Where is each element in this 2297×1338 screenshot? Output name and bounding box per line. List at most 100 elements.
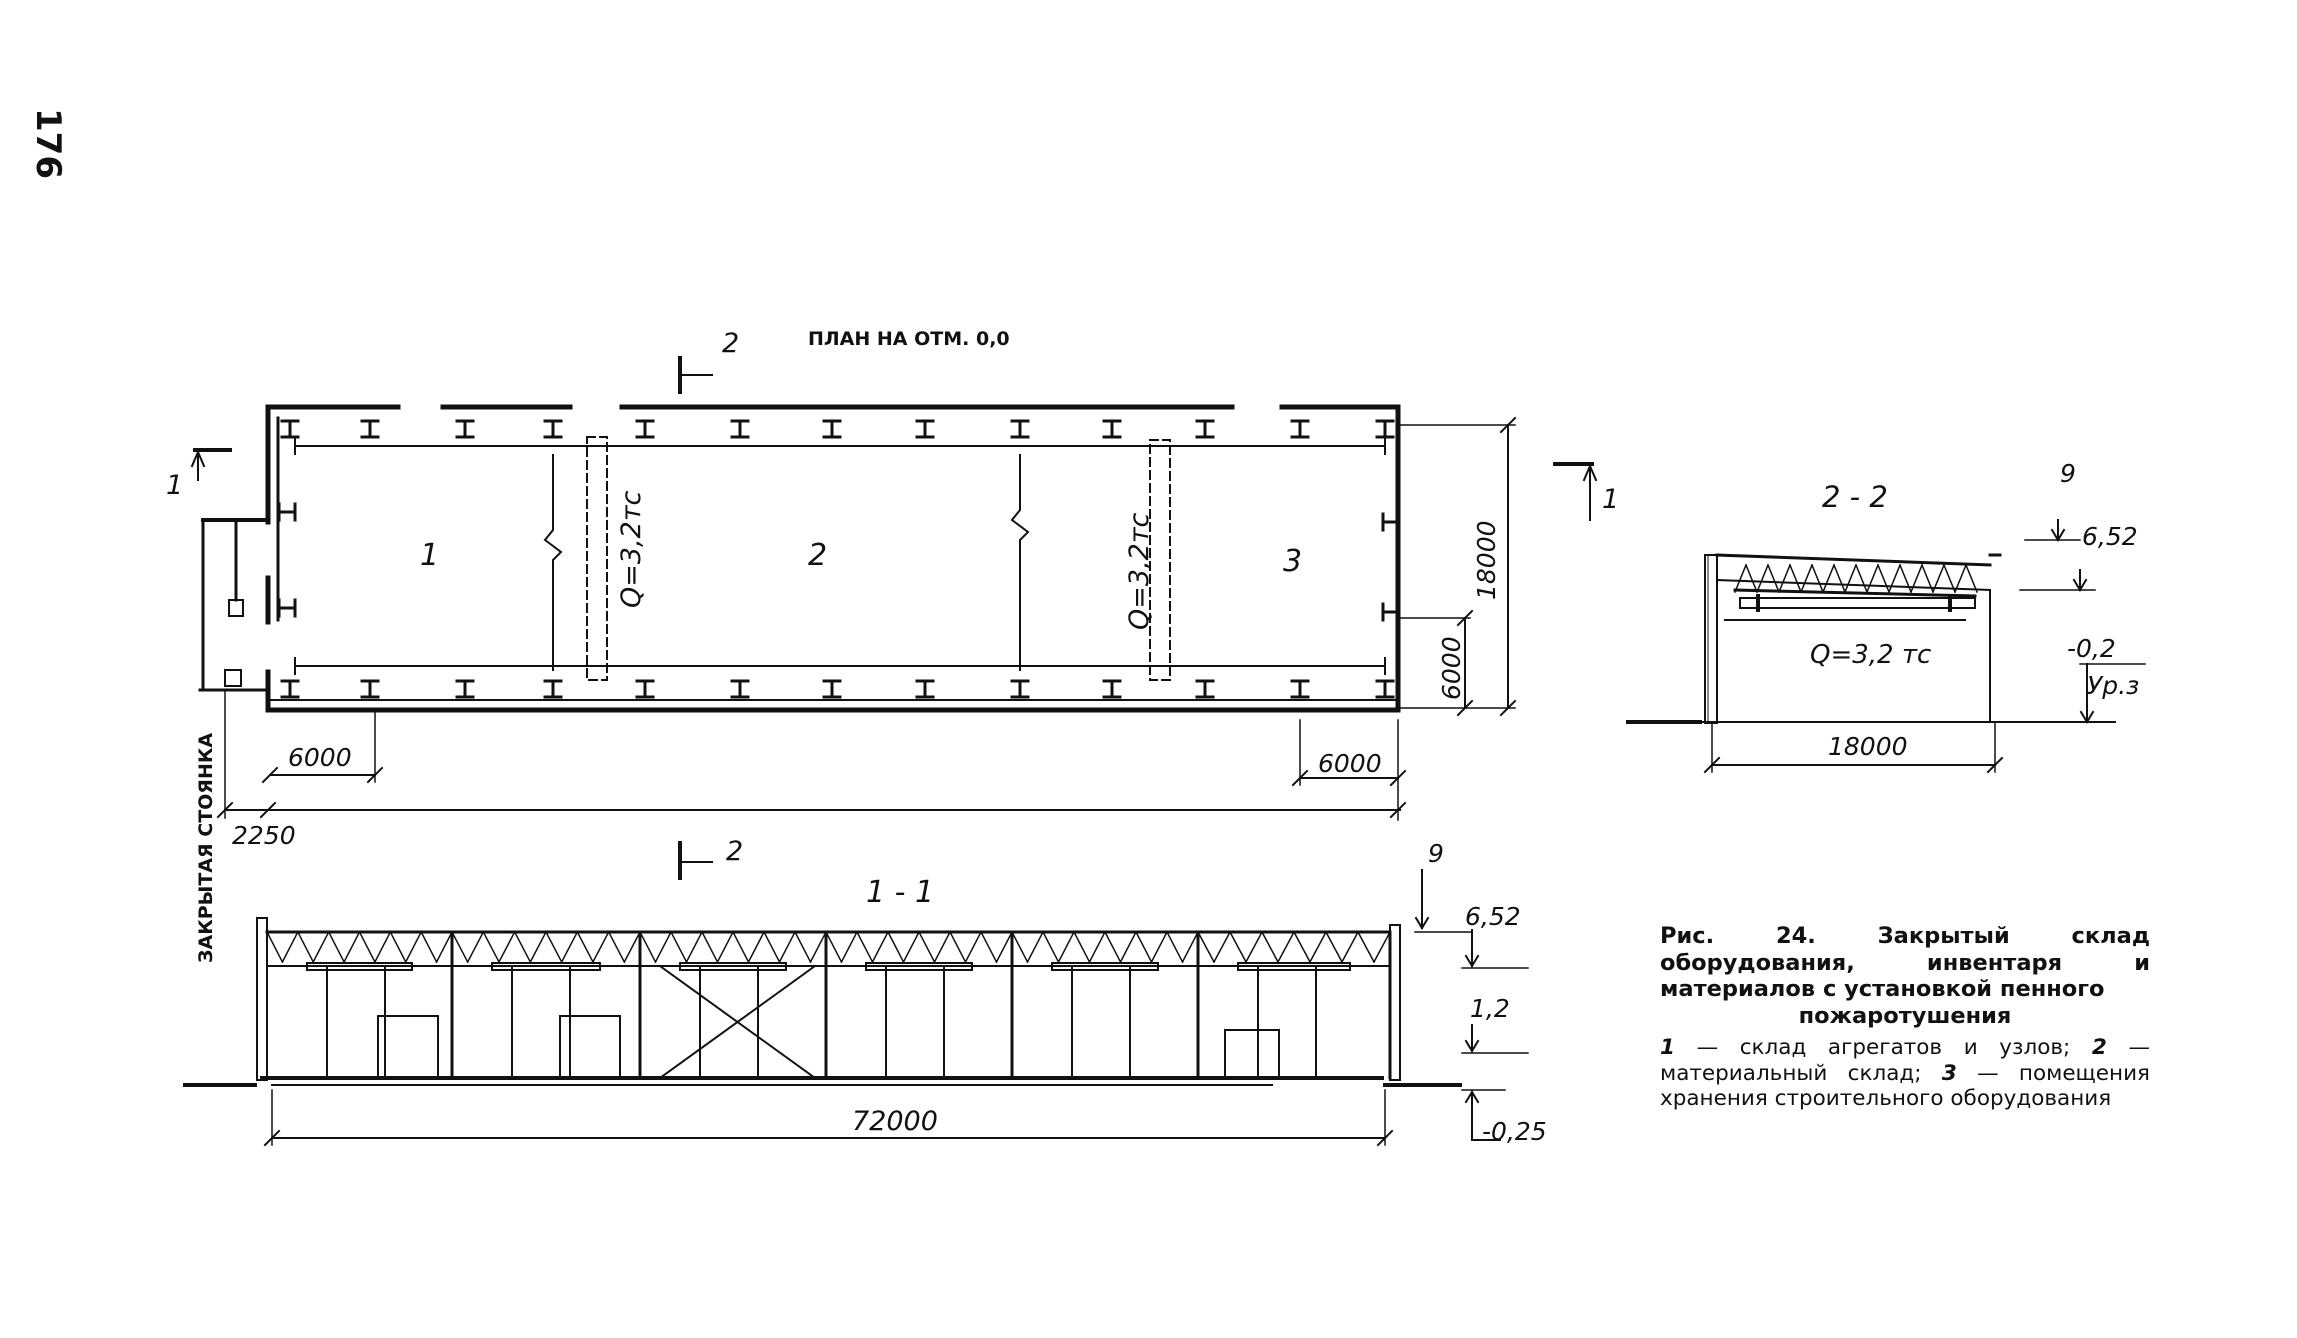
- cut-1-left-label: 1: [166, 470, 183, 501]
- parking-box: [224, 669, 242, 687]
- side-label-parking: ЗАКРЫТАЯ СТОЯНКА: [195, 733, 217, 963]
- figure-title: Рис. 24. Закрытый склад оборудования, ин…: [1660, 923, 2150, 1029]
- section-22-truss-web: [1921, 564, 1934, 593]
- section-11-truss-web: [638, 930, 657, 964]
- dimension-tick: [1703, 756, 1721, 774]
- section-11-truss-web: [747, 930, 766, 964]
- section-22-title: 2 - 2: [1822, 480, 1888, 514]
- section-22-roof: [1715, 553, 1992, 567]
- dimension-tick: [261, 766, 279, 784]
- dim-right-bay-6000: 6000: [1318, 749, 1382, 778]
- room-label-2: 2: [808, 538, 827, 573]
- section-22-truss-web: [1745, 564, 1758, 593]
- section-11-truss-web: [281, 930, 299, 964]
- section-11-elev-floor: 1,2: [1470, 994, 1510, 1023]
- section-22-truss-web: [1822, 564, 1835, 593]
- section-22-truss-web: [1855, 564, 1868, 593]
- dimension-tick: [1499, 416, 1517, 434]
- section-11-elev-ridge-mark: [1464, 929, 1480, 968]
- section-11-truss-web: [1212, 930, 1232, 964]
- section-22-crane-label: Q=3,2 тс: [1810, 640, 1931, 670]
- section-11-truss-web: [1196, 930, 1216, 964]
- legend-num-1: 1: [1660, 1035, 1675, 1061]
- figure-caption: Рис. 24. Закрытый склад оборудования, ин…: [1660, 923, 2150, 1111]
- section-11-truss-web: [420, 930, 438, 964]
- section-11-truss-web: [1181, 930, 1200, 964]
- section-22-elev-top-mark: [2050, 519, 2066, 542]
- section-22-truss-web: [1778, 564, 1791, 593]
- section-11-truss-web: [482, 930, 501, 964]
- section-11-truss-web: [793, 930, 812, 964]
- section-22-truss-web: [1811, 564, 1824, 593]
- section-11-truss-web: [840, 930, 859, 964]
- section-11-truss-web: [560, 930, 579, 964]
- dim-side-bay-6000: 6000: [1437, 636, 1466, 700]
- section-11-dim-length: 72000: [852, 1106, 938, 1137]
- section-11-truss-web: [1119, 930, 1138, 964]
- section-11-truss-web: [669, 930, 688, 964]
- section-22-truss-web: [1965, 564, 1978, 593]
- section-11-truss-web: [886, 930, 905, 964]
- section-22-elev-ridge-mark: [2072, 569, 2088, 592]
- section-11-truss-web: [1134, 930, 1153, 964]
- section-11-truss-web: [716, 930, 735, 964]
- section-11-truss-web: [265, 930, 284, 964]
- partition-2-3: [1010, 454, 1030, 671]
- section-22-truss-web: [1910, 564, 1923, 593]
- section-11-truss-web: [591, 930, 610, 964]
- section-11-truss-web: [1324, 930, 1344, 964]
- section-11-truss-web: [1308, 930, 1328, 964]
- section-22-truss-bottom: [1715, 578, 1992, 592]
- section-22-truss-web: [1932, 564, 1945, 593]
- section-11-truss-web: [576, 930, 595, 964]
- section-22-truss-web: [1767, 564, 1780, 593]
- section-11-truss-web: [1072, 930, 1091, 964]
- section-22-truss-web: [1899, 564, 1912, 593]
- section-11-truss-web: [1228, 930, 1248, 964]
- plan-title: ПЛАН НА ОТМ. 0,0: [808, 328, 1010, 350]
- section-11-truss-web: [700, 930, 719, 964]
- section-11-truss-web: [358, 930, 376, 964]
- section-11-truss-web: [623, 930, 642, 964]
- section-11-truss-web: [731, 930, 750, 964]
- crane-bridge-1: [586, 436, 608, 681]
- legend-text-3: помещения хранения строительного оборудо…: [1660, 1060, 2150, 1111]
- section-11-elev-ground-mark: [1464, 1090, 1501, 1141]
- section-11-truss-web: [607, 930, 626, 964]
- dim-width-18000: 18000: [1472, 520, 1501, 600]
- dim-left-bay-6000: 6000: [288, 743, 352, 772]
- section-11-elev-top: 9: [1428, 839, 1444, 868]
- section-11-truss-web: [389, 930, 407, 964]
- section-22-truss-web: [1844, 564, 1857, 593]
- section-11-crane-girder: [491, 962, 601, 971]
- section-11-truss-web: [513, 930, 532, 964]
- section-11-truss-web: [933, 930, 952, 964]
- section-11-truss-web: [327, 930, 346, 964]
- figure-legend: 1 — склад агрегатов и узлов; 2 — материа…: [1660, 1035, 2150, 1111]
- section-22-truss-web: [1954, 564, 1967, 593]
- section-11-elev-ridge: 6,52: [1465, 902, 1521, 931]
- cut-1-right-arrow: [1582, 463, 1598, 482]
- section-11-crane-girder: [865, 962, 973, 971]
- dimension-tick: [1456, 609, 1474, 627]
- section-11-truss-web: [685, 930, 704, 964]
- cut-1-right-label: 1: [1602, 484, 1619, 515]
- section-11-truss-web: [296, 930, 315, 964]
- section-11-truss-web: [979, 930, 998, 964]
- dimension-tick: [1376, 1129, 1394, 1147]
- section-22-elev-top: 9: [2060, 459, 2076, 488]
- figure-title-text: Рис. 24. Закрытый склад оборудования, ин…: [1660, 923, 2150, 1003]
- section-11-truss-web: [312, 930, 330, 964]
- parking-hydrant: [228, 599, 244, 617]
- room-label-3: 3: [1283, 544, 1302, 579]
- section-11-truss-web: [1041, 930, 1060, 964]
- section-11-truss-web: [450, 930, 469, 964]
- section-11-door-1: [377, 1015, 439, 1079]
- section-22-left-wall: [1704, 554, 1718, 724]
- section-22-dim-width: 18000: [1828, 732, 1908, 761]
- section-22-truss-web: [1734, 564, 1747, 593]
- section-11-crane-girder: [1237, 962, 1351, 971]
- section-11-truss-web: [497, 930, 516, 964]
- section-11-truss-web: [948, 930, 967, 964]
